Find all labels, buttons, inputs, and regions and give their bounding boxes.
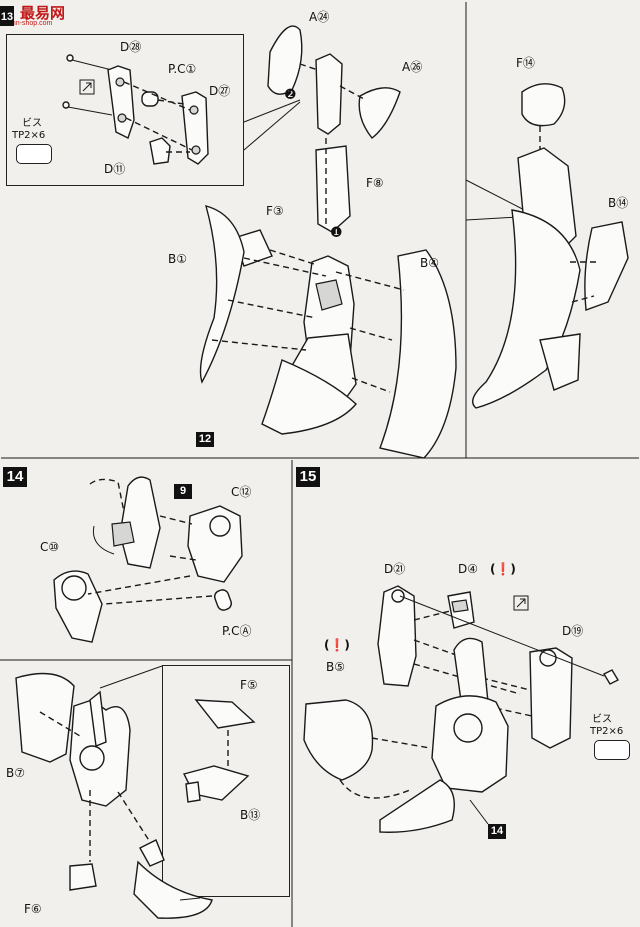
- step-14-badge: 14: [3, 467, 27, 487]
- part-label-B4: B④: [420, 256, 439, 270]
- part-label-B1: B①: [168, 252, 187, 266]
- watermark-text: 最易网: [20, 5, 66, 22]
- part-label-F6: F⑥: [24, 902, 42, 916]
- step-13-inset-panel: [6, 34, 244, 186]
- screw-icon: [16, 144, 52, 164]
- part-label-B7: B⑦: [6, 766, 25, 780]
- part-label-B14: B⑭: [608, 196, 629, 210]
- screw-icon-2: [594, 740, 630, 760]
- part-label-PCA: P.CⒶ: [222, 624, 252, 638]
- part-label-C12: C⑫: [231, 485, 252, 499]
- part-label-F5: F⑤: [240, 678, 258, 692]
- part-label-PC1: P.C①: [168, 62, 197, 76]
- part-label-F8: F⑧: [366, 176, 384, 190]
- screw-label-2: ビス: [592, 714, 612, 725]
- screw-size-2: TP2×6: [590, 726, 624, 737]
- caution-mark-2: (❗): [324, 638, 350, 652]
- part-label-D11: D⑪: [104, 162, 126, 176]
- part-label-A26: A㉖: [402, 60, 423, 74]
- part-label-D19: D⑲: [562, 624, 584, 638]
- step-ref-12: 12: [196, 432, 214, 447]
- step-13-badge: 13: [0, 6, 14, 26]
- screw-size: TP2×6: [12, 130, 46, 141]
- screw-icon-1: [62, 54, 113, 116]
- part-label-D21: D㉑: [384, 562, 406, 576]
- screw-label: ビス: [22, 118, 42, 129]
- part-label-F14: F⑭: [516, 56, 535, 70]
- watermark-url: nnn-shop.com: [8, 20, 53, 27]
- part-label-D4: D④: [458, 562, 478, 576]
- part-label-F3: F③: [266, 204, 284, 218]
- step-ref-14: 14: [488, 824, 506, 839]
- order-marker-2: ❷: [284, 87, 297, 103]
- part-label-D28: D㉘: [120, 40, 142, 54]
- part-label-D27: D㉗: [209, 84, 231, 98]
- caution-mark-1: (❗): [490, 562, 516, 576]
- step-ref-9: 9: [174, 484, 192, 499]
- order-marker-1: ❶: [330, 225, 343, 241]
- step-14-inset-panel: [162, 665, 290, 897]
- part-label-C10: C⑩: [40, 540, 60, 554]
- step-15-badge: 15: [296, 467, 320, 487]
- part-label-A24: A㉔: [309, 10, 330, 24]
- part-label-B5: B⑤: [326, 660, 345, 674]
- part-label-B13: B⑬: [240, 808, 261, 822]
